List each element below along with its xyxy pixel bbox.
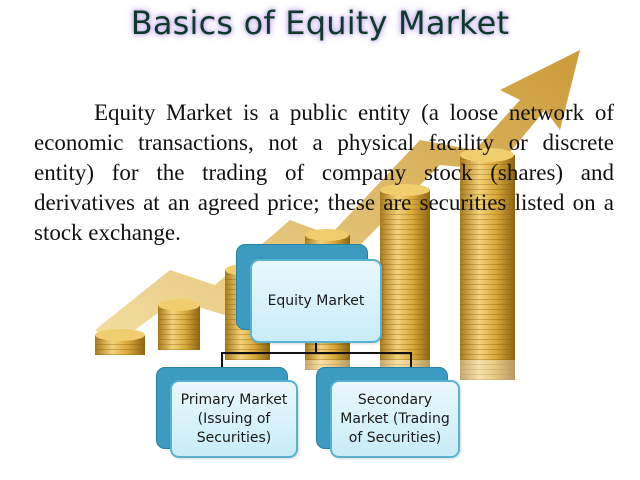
node-secondary-market-label: Secondary Market (Trading of Securities) [340,391,450,446]
connector-left-drop [221,352,223,368]
connector-vertical-root [315,338,317,354]
connector-horizontal [221,352,412,354]
node-equity-market-label: Equity Market [267,292,365,309]
connector-right-drop [410,352,412,368]
node-primary-market-label: Primary Market (Issuing of Securities) [180,391,288,446]
slide-title: Basics of Equity Market [130,4,510,42]
definition-paragraph: Equity Market is a public entity (a loos… [34,100,614,245]
